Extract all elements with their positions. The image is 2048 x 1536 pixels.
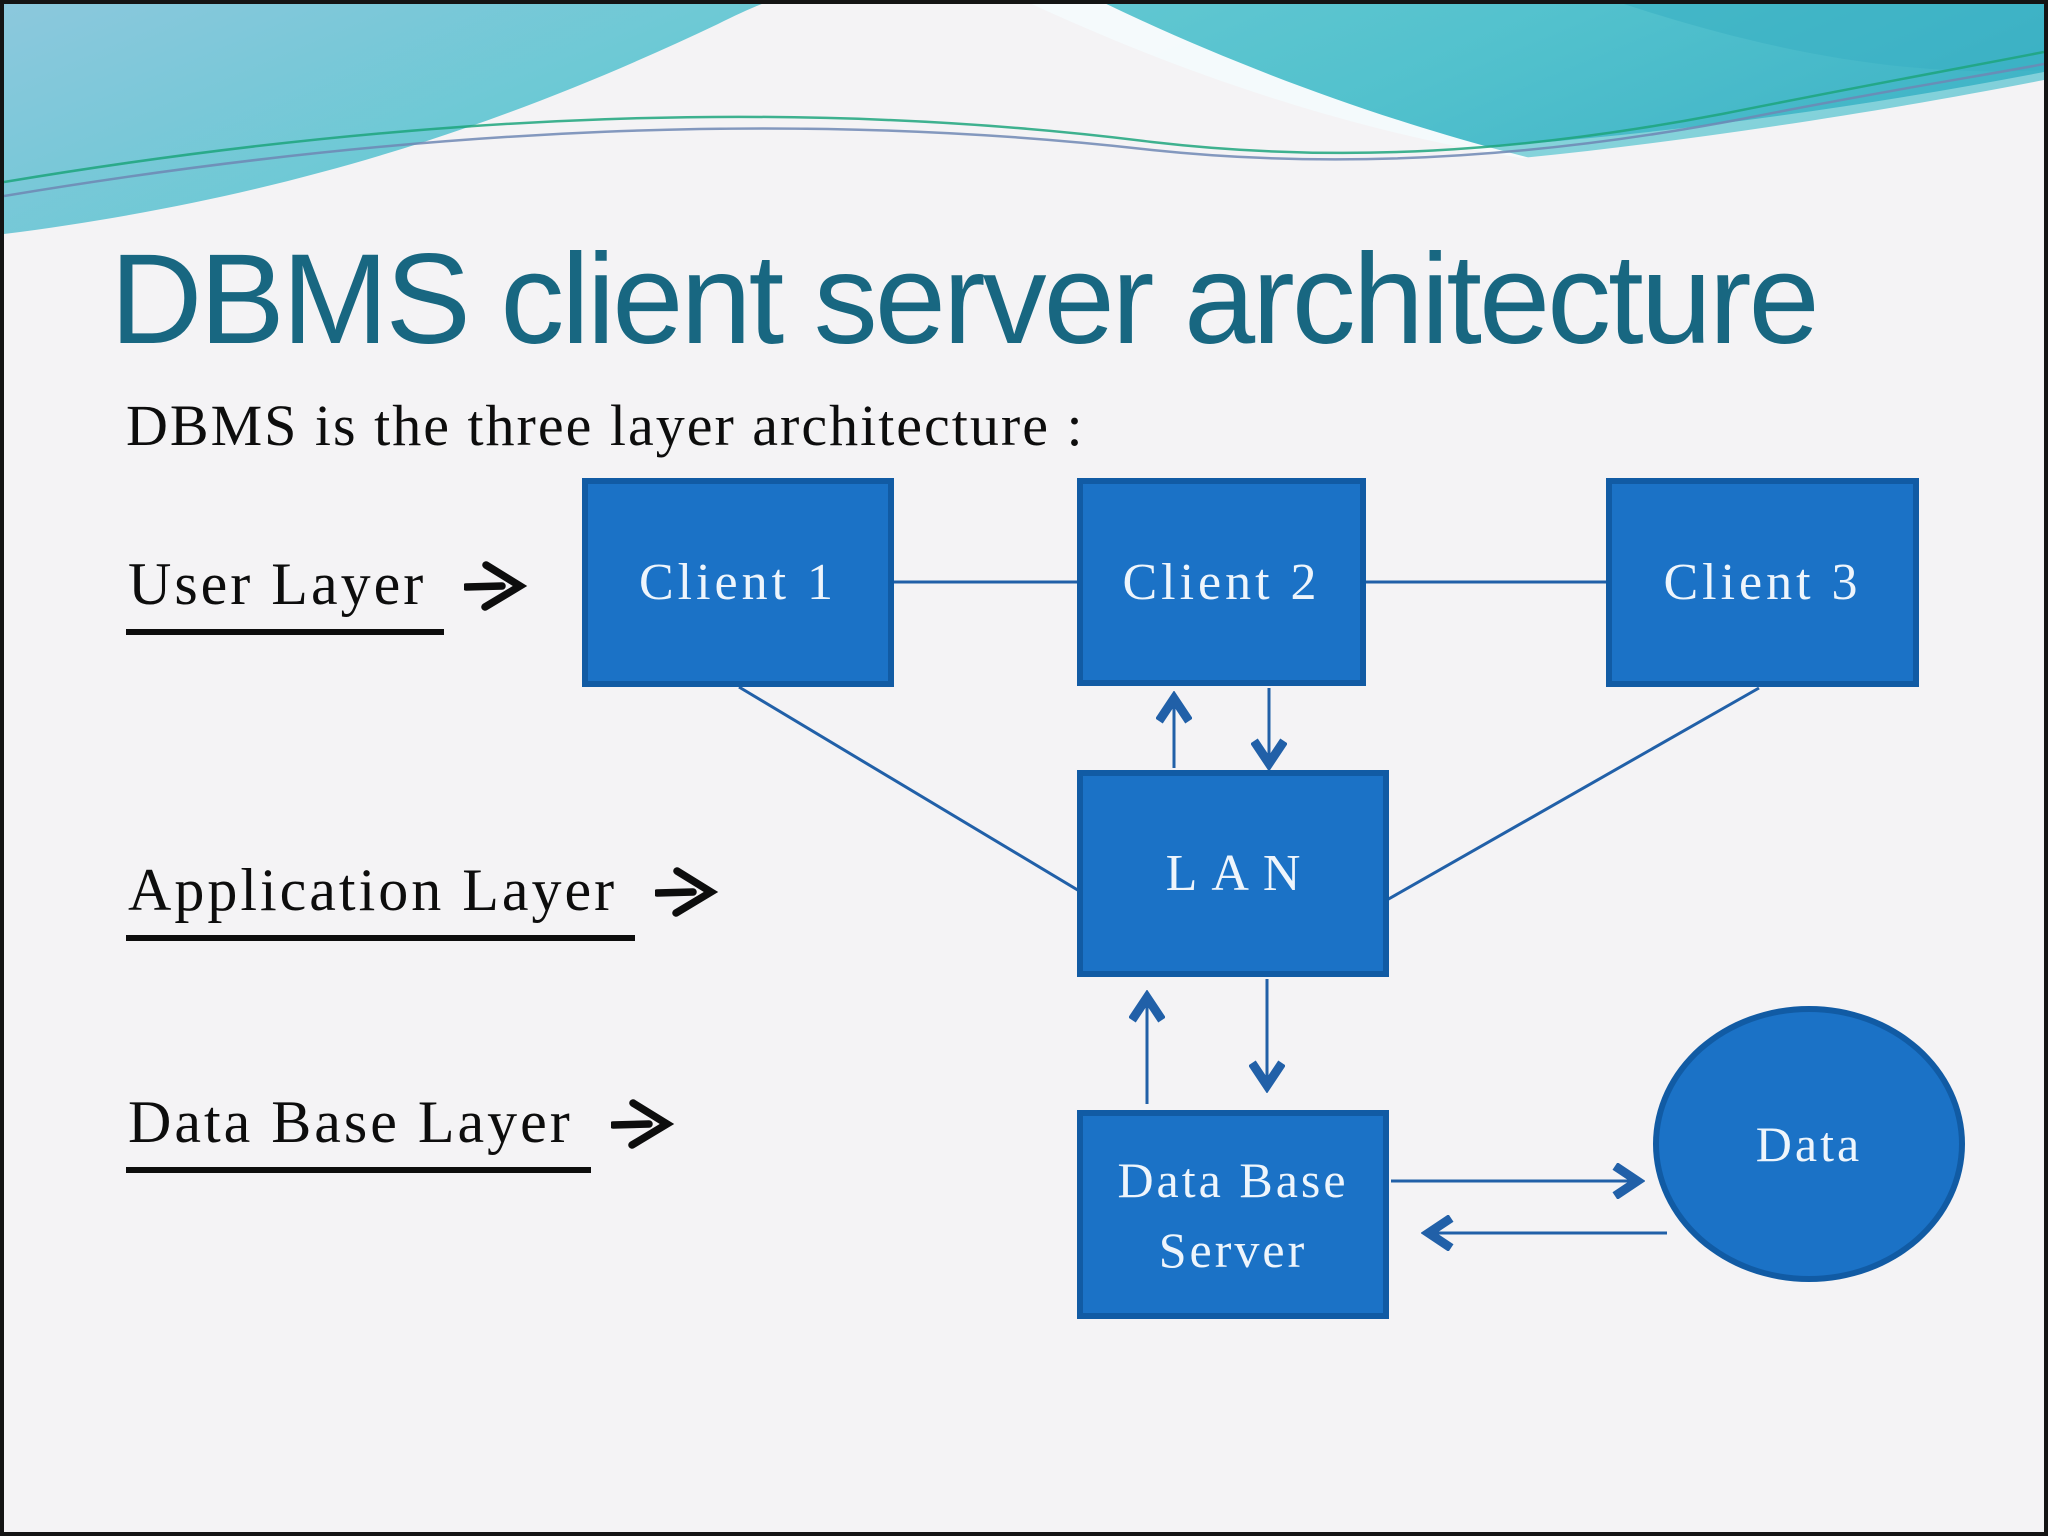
subtitle: DBMS is the three layer architecture : xyxy=(126,393,1085,458)
page-title: DBMS client server architecture xyxy=(110,228,1820,371)
node-lan-label: LAN xyxy=(1165,845,1315,902)
label-database-layer: Data Base Layer xyxy=(126,1088,675,1173)
node-client2: Client 2 xyxy=(1077,478,1366,686)
wave-page-mask xyxy=(4,4,2044,316)
user-layer-text: User Layer xyxy=(126,550,445,635)
node-client3-label: Client 3 xyxy=(1663,554,1862,611)
right-arrow-icon xyxy=(655,866,719,917)
node-database-server-label: Data Base Server xyxy=(1117,1151,1349,1278)
right-arrow-icon xyxy=(610,1098,675,1149)
node-client2-label: Client 2 xyxy=(1122,553,1321,611)
connector-client1-lan xyxy=(738,685,1087,897)
connector-client3-lan xyxy=(1377,686,1760,907)
node-client3: Client 3 xyxy=(1606,478,1919,687)
node-lan: LAN xyxy=(1077,770,1389,977)
wave-accent-line-green xyxy=(4,50,2044,184)
node-client1: Client 1 xyxy=(582,478,894,687)
wave-accent-line-blue xyxy=(4,62,2044,198)
node-database-server: Data Base Server xyxy=(1077,1110,1389,1319)
label-user-layer: User Layer xyxy=(126,550,528,635)
database-layer-text: Data Base Layer xyxy=(126,1088,591,1173)
right-arrow-icon xyxy=(464,560,528,611)
node-data-label: Data xyxy=(1755,1116,1863,1172)
label-application-layer: Application Layer xyxy=(126,856,719,941)
node-client1-label: Client 1 xyxy=(638,554,838,611)
node-data: Data xyxy=(1653,1006,1965,1282)
header-wave-decoration xyxy=(4,4,2044,316)
wave-dark-wedge xyxy=(1624,4,2044,72)
application-layer-text: Application Layer xyxy=(126,856,636,941)
